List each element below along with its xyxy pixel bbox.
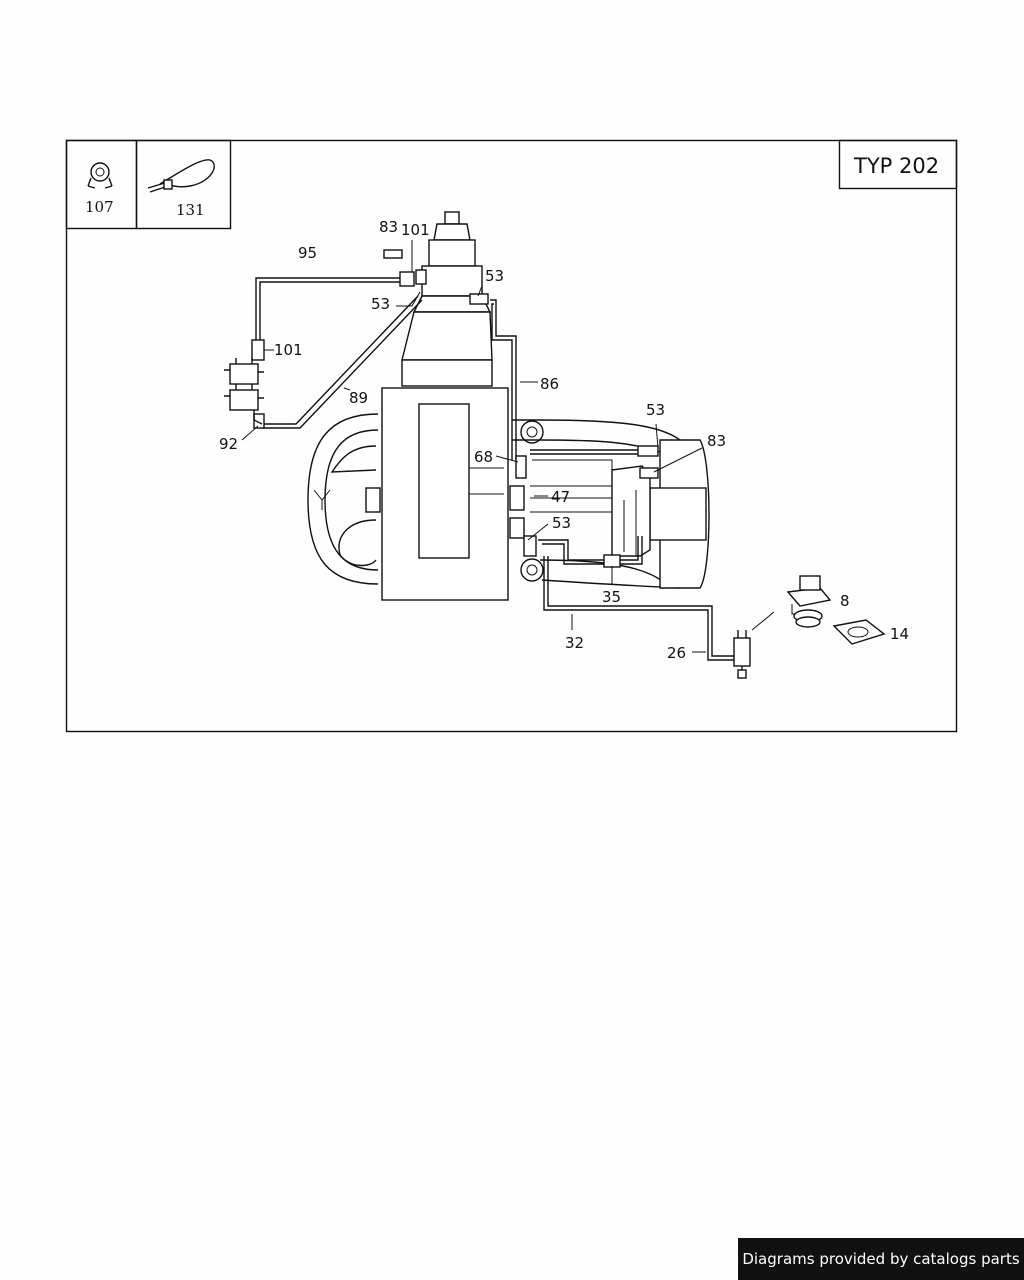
callout-89: 89 xyxy=(349,389,368,407)
callout-101-left: 101 xyxy=(274,341,303,359)
callout-26: 26 xyxy=(667,644,686,662)
solenoid-valve-pair xyxy=(224,358,264,425)
callout-95: 95 xyxy=(298,244,317,262)
callout-92: 92 xyxy=(219,435,238,453)
callout-101-top: 101 xyxy=(401,221,430,239)
cable-tie-icon xyxy=(147,159,215,193)
diagram-frame xyxy=(65,139,958,733)
connectors xyxy=(251,249,659,557)
credit-banner: Diagrams provided by catalogs parts xyxy=(738,1238,1024,1280)
sensor-8 xyxy=(786,575,832,628)
callout-53-lower: 53 xyxy=(552,514,571,532)
callout-8: 8 xyxy=(840,592,850,610)
legend: 107 131 xyxy=(65,139,232,230)
legend-number-131: 131 xyxy=(176,201,205,219)
callout-86: 86 xyxy=(540,375,559,393)
type-box xyxy=(838,139,958,190)
callout-32: 32 xyxy=(565,634,584,652)
callout-53-right: 53 xyxy=(646,401,665,419)
leader-lines xyxy=(241,240,775,653)
callout-47: 47 xyxy=(551,488,570,506)
hose-clamp-icon xyxy=(87,162,113,189)
callout-68: 68 xyxy=(474,448,493,466)
callout-35: 35 xyxy=(602,588,621,606)
hose-lines xyxy=(255,277,736,661)
gasket-14 xyxy=(832,619,886,645)
type-title: TYP 202 xyxy=(853,154,939,178)
heater-unit xyxy=(307,211,710,601)
callout-53-upper-left: 53 xyxy=(371,295,390,313)
callout-83-right: 83 xyxy=(707,432,726,450)
legend-number-107: 107 xyxy=(85,198,114,216)
callout-14: 14 xyxy=(890,625,909,643)
callout-53-upper-right: 53 xyxy=(485,267,504,285)
valve-26 xyxy=(733,630,751,679)
callout-83-top: 83 xyxy=(379,218,398,236)
